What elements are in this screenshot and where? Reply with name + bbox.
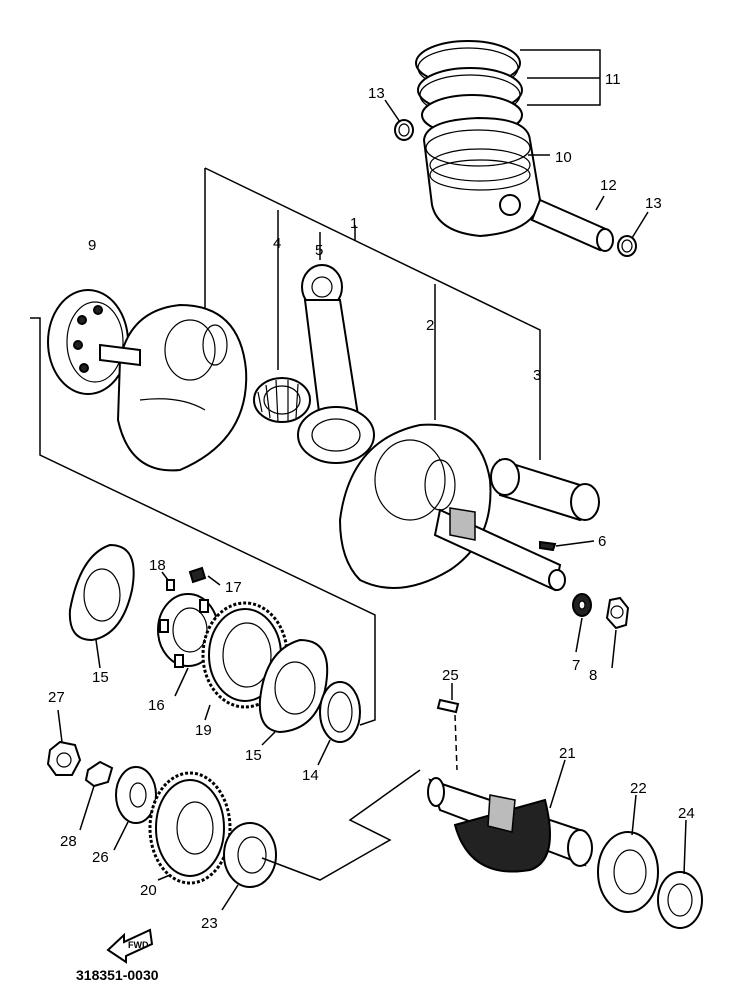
callout-16: 16	[148, 697, 165, 714]
callout-21: 21	[559, 745, 576, 762]
callout-6: 6	[598, 533, 606, 550]
balancer-key	[436, 698, 460, 714]
crank-web-left	[99, 303, 248, 472]
forward-direction-arrow: FWD	[106, 928, 154, 964]
damper-spring	[188, 566, 207, 584]
callout-13-left: 13	[368, 85, 385, 102]
balancer-driven-gear	[148, 771, 232, 885]
piston-pin-clip-left	[394, 119, 414, 141]
balancer-plate-right	[258, 638, 329, 734]
callout-5: 5	[315, 242, 323, 259]
balancer-pin	[166, 579, 175, 591]
crankshaft-bearing-left	[47, 289, 129, 395]
oil-seal-balancer	[319, 681, 361, 743]
balancer-plate-left	[68, 543, 135, 642]
callout-12: 12	[600, 177, 617, 194]
piston-pin	[530, 198, 614, 252]
callout-1: 1	[350, 215, 358, 232]
crank-pin	[490, 458, 600, 522]
forward-label: FWD	[128, 940, 149, 950]
callout-22: 22	[630, 780, 647, 797]
callout-26: 26	[92, 849, 109, 866]
callout-15-left: 15	[92, 669, 109, 686]
callout-7: 7	[572, 657, 580, 674]
callout-17: 17	[225, 579, 242, 596]
callout-3: 3	[533, 367, 541, 384]
callout-13-right: 13	[645, 195, 662, 212]
diagram-part-code: 318351-0030	[76, 967, 159, 983]
balancer-oil-seal	[657, 871, 703, 929]
connecting-rod	[297, 264, 375, 464]
callout-10: 10	[555, 149, 572, 166]
balancer-shaft	[427, 777, 593, 873]
piston	[422, 116, 542, 238]
callout-19: 19	[195, 722, 212, 739]
crank-web-right	[338, 423, 566, 592]
callout-9: 9	[88, 237, 96, 254]
callout-8: 8	[589, 667, 597, 684]
lock-washer	[572, 593, 592, 617]
callout-18: 18	[149, 557, 166, 574]
balancer-gear-hub	[157, 593, 219, 668]
callout-27: 27	[48, 689, 65, 706]
callout-15-right: 15	[245, 747, 262, 764]
balancer-nut	[46, 740, 82, 776]
callout-25: 25	[442, 667, 459, 684]
callout-20: 20	[140, 882, 157, 899]
piston-pin-clip-right	[617, 235, 637, 257]
balancer-washer	[115, 766, 157, 824]
callout-24: 24	[678, 805, 695, 822]
balancer-bearing-left	[223, 822, 277, 888]
callout-2: 2	[426, 317, 434, 334]
callout-11: 11	[605, 71, 621, 88]
crankpin-needle-bearing	[253, 377, 311, 423]
callout-23: 23	[201, 915, 218, 932]
crankshaft-nut	[605, 596, 630, 630]
balancer-lock-washer	[84, 760, 114, 788]
balancer-bearing-right	[597, 831, 659, 913]
callout-4: 4	[273, 235, 281, 252]
callout-14: 14	[302, 767, 319, 784]
woodruff-key	[539, 540, 557, 552]
callout-28: 28	[60, 833, 77, 850]
